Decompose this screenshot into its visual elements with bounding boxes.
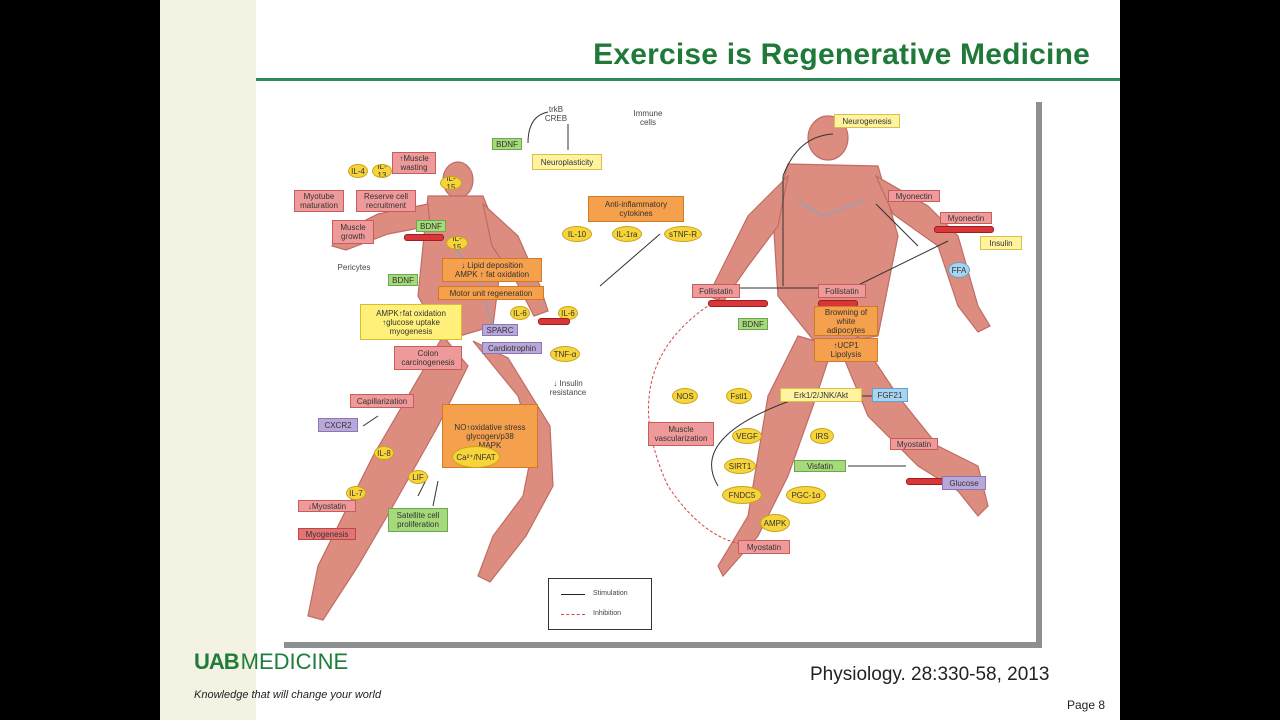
label-satellite: Satellite cell proliferation [388,508,448,532]
label-il4: IL-4 [348,164,368,178]
legend-stimulation: Stimulation [561,589,649,599]
logo-word: MEDICINE [241,649,349,675]
label-insulin: Insulin [980,236,1022,250]
vessel-right-2 [708,300,768,307]
label-motor-unit: Motor unit regeneration [438,286,544,300]
vessel-right-4 [906,478,946,485]
label-stnfr: sTNF-R [664,226,702,242]
label-trkb-creb: trkB CREB [540,104,572,124]
legend-inhibition-text: Inhibition [593,610,621,617]
label-fst1: Fstl1 [726,388,752,404]
inhibition-line [561,614,585,615]
label-erk: Erk1/2/JNK/Akt [780,388,862,402]
label-visfatin: Visfatin [794,460,846,472]
label-colon: Colon carcinogenesis [394,346,462,370]
label-glucose: Glucose [942,476,986,490]
runner-illustration [278,96,1036,642]
label-nos: NOS [672,388,698,404]
label-ampk: AMPK [760,514,790,532]
label-neurogenesis: Neurogenesis [834,114,900,128]
label-fst-left: Follistatin [692,284,740,298]
label-il15-top: IL-15 [440,176,462,190]
exercise-figure: trkB CREB Immune cells BDNF Neuroplastic… [278,96,1036,642]
label-ampk-fat: AMPK↑fat oxidation ↑glucose uptake myoge… [360,304,462,340]
label-il6-a: IL-6 [510,306,530,320]
label-cardiotrophin: Cardiotrophin [482,342,542,354]
arrow-lif-satellite [433,481,438,506]
label-irs: IRS [810,428,834,444]
vessel-left-2 [538,318,570,325]
label-bdnf-right: BDNF [738,318,768,330]
label-fst-mid: Follistatin [818,284,866,298]
label-insulin-resistance: ↓ Insulin resistance [546,376,590,400]
label-myostatin-b: Myostatin [738,540,790,554]
arrow-capillarization-cxcr2 [363,416,378,426]
label-myotube: Myotube maturation [294,190,344,212]
page-number: Page 8 [1067,698,1105,712]
title-rule [256,78,1120,81]
label-myonectin: Myonectin [888,190,940,202]
label-ffa: FFA [948,262,970,278]
label-bdnf-mid: BDNF [416,220,446,232]
legend-inhibition: Inhibition [561,609,649,619]
vessel-left-1 [404,234,444,241]
figure-legend: Stimulation Inhibition [548,578,652,630]
label-pericytes: Pericytes [334,262,374,272]
stimulation-line [561,594,585,595]
label-il8: IL-8 [374,446,394,460]
label-muscle-wasting: ↑Muscle wasting [392,152,436,174]
tagline: Knowledge that will change your world [194,689,381,701]
logo-mark: UAB [194,649,239,675]
label-anti-inflammatory: Anti-inflammatory cytokines [588,196,684,222]
label-il1ra: IL-1ra [612,226,642,242]
label-cxcr2: CXCR2 [318,418,358,432]
label-il13: IL-13 [372,164,392,178]
label-fgf21: FGF21 [872,388,908,402]
label-myogenesis: Myogenesis [298,528,356,540]
label-reserve-cell: Reserve cell recruitment [356,190,416,212]
uab-medicine-logo: UAB MEDICINE [194,650,348,674]
label-capillarization: Capillarization [350,394,414,408]
legend-stimulation-text: Stimulation [593,590,628,597]
vessel-right-1 [934,226,994,233]
side-band [160,0,256,720]
label-browning: Browning of white adipocytes [814,306,878,336]
left-runner-leg-back [308,336,468,620]
label-tnfa: TNF-α [550,346,580,362]
slide: Exercise is Regenerative Medicine [160,0,1120,720]
label-il10: IL-10 [562,226,592,242]
label-vegf: VEGF [732,428,762,444]
label-myonectin-b: Myonectin [940,212,992,224]
label-bdnf-top: BDNF [492,138,522,150]
label-lif: LIF [408,470,428,484]
label-sirt1: SIRT1 [724,458,756,474]
label-muscle-growth: Muscle growth [332,220,374,244]
label-ucp1: ↑UCP1 Lipolysis [814,338,878,362]
label-myostatin-r: Myostatin [890,438,938,450]
label-lipid: ↓ Lipid deposition AMPK ↑ fat oxidation [442,258,542,282]
slide-title: Exercise is Regenerative Medicine [480,38,1090,72]
label-fndc5: FNDC5 [722,486,762,504]
label-neuroplasticity: Neuroplasticity [532,154,602,170]
citation: Physiology. 28:330-58, 2013 [810,664,1049,686]
label-bdnf-low: BDNF [388,274,418,286]
label-pgc: PGC-1α [786,486,826,504]
label-il7: IL-7 [346,486,366,500]
label-myostatin-down: ↓Myostatin [298,500,356,512]
label-muscle-vasc: Muscle vascularization [648,422,714,446]
label-sparc: SPARC [482,324,518,336]
label-immune-cells: Immune cells [628,108,668,128]
label-ca-nfat: Ca²⁺/NFAT [452,446,500,468]
label-il15-mid: IL-15 [446,236,468,250]
